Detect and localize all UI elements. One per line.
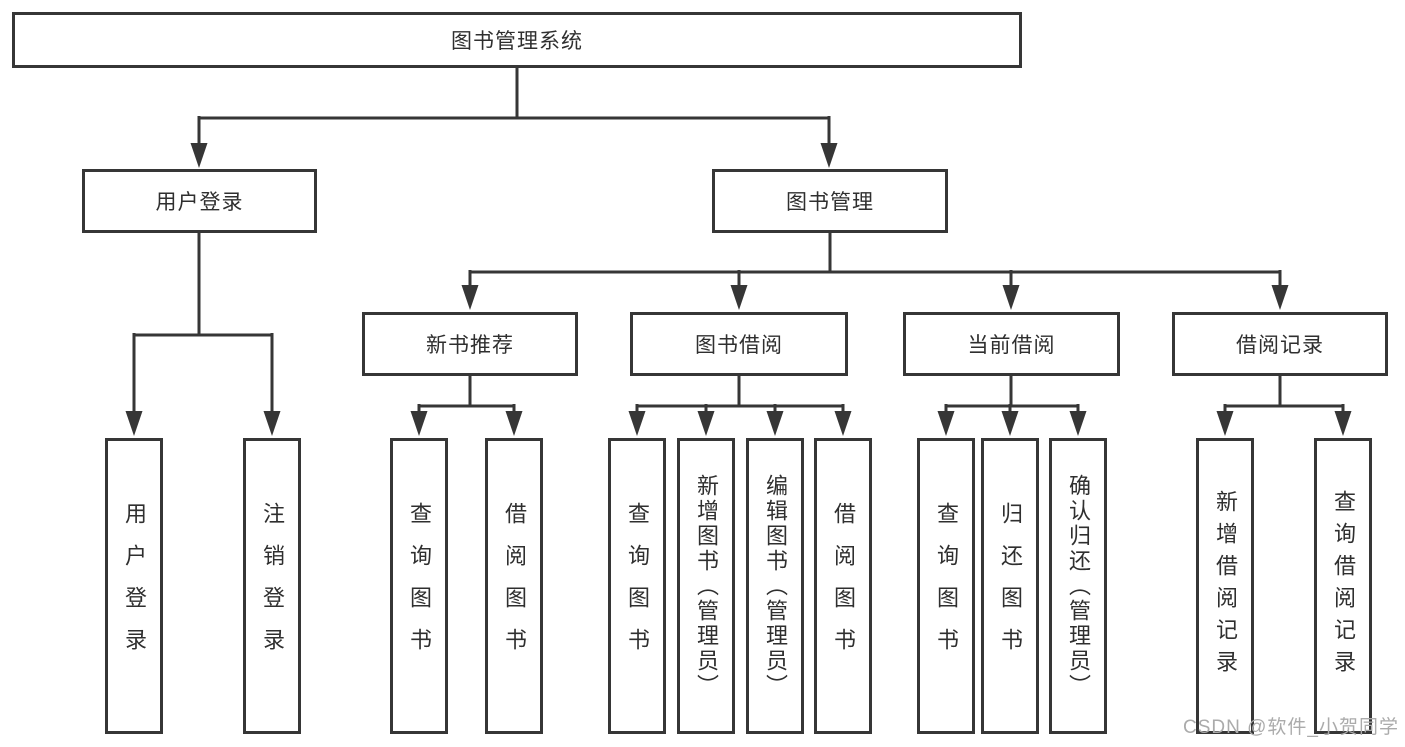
arrowhead	[730, 285, 748, 310]
leaf-current-query-books: 查询图书	[917, 438, 975, 734]
leaf-newrec-borrow-books: 借阅图书	[485, 438, 543, 734]
node-new-book-recommend: 新书推荐	[362, 312, 578, 376]
leaf-borrow-edit-books-admin: 编辑图书（管理员）	[746, 438, 804, 734]
leaf-records-query-record: 查询借阅记录	[1314, 438, 1372, 734]
node-root: 图书管理系统	[12, 12, 1022, 68]
arrowhead	[937, 411, 955, 436]
node-current-borrowing: 当前借阅	[903, 312, 1120, 376]
arrowhead	[628, 411, 646, 436]
arrowhead	[834, 411, 852, 436]
arrowhead	[766, 411, 784, 436]
arrowhead	[1216, 411, 1234, 436]
arrowhead	[1001, 411, 1019, 436]
leaf-records-add-record: 新增借阅记录	[1196, 438, 1254, 734]
arrowhead	[1271, 285, 1289, 310]
leaf-current-confirm-return-admin: 确认归还（管理员）	[1049, 438, 1107, 734]
arrowhead	[125, 411, 143, 436]
arrowhead	[263, 411, 281, 436]
arrowhead	[1334, 411, 1352, 436]
leaf-logout: 注销登录	[243, 438, 301, 734]
arrowhead	[505, 411, 523, 436]
leaf-newrec-query-books: 查询图书	[390, 438, 448, 734]
arrowhead	[1002, 285, 1020, 310]
arrowhead	[190, 143, 208, 168]
leaf-borrow-add-books-admin: 新增图书（管理员）	[677, 438, 735, 734]
arrowhead	[461, 285, 479, 310]
arrowhead	[697, 411, 715, 436]
node-borrowing-records: 借阅记录	[1172, 312, 1388, 376]
leaf-borrow-query-books: 查询图书	[608, 438, 666, 734]
csdn-watermark: CSDN @软件_小贺同学	[1183, 717, 1399, 738]
arrowhead	[1069, 411, 1087, 436]
leaf-user-login: 用户登录	[105, 438, 163, 734]
node-book-management: 图书管理	[712, 169, 948, 233]
leaf-borrow-borrow-books: 借阅图书	[814, 438, 872, 734]
arrowheads	[125, 143, 1352, 436]
arrowhead	[820, 143, 838, 168]
node-user-login: 用户登录	[82, 169, 317, 233]
leaf-current-return-books: 归还图书	[981, 438, 1039, 734]
arrowhead	[410, 411, 428, 436]
node-book-borrowing: 图书借阅	[630, 312, 848, 376]
